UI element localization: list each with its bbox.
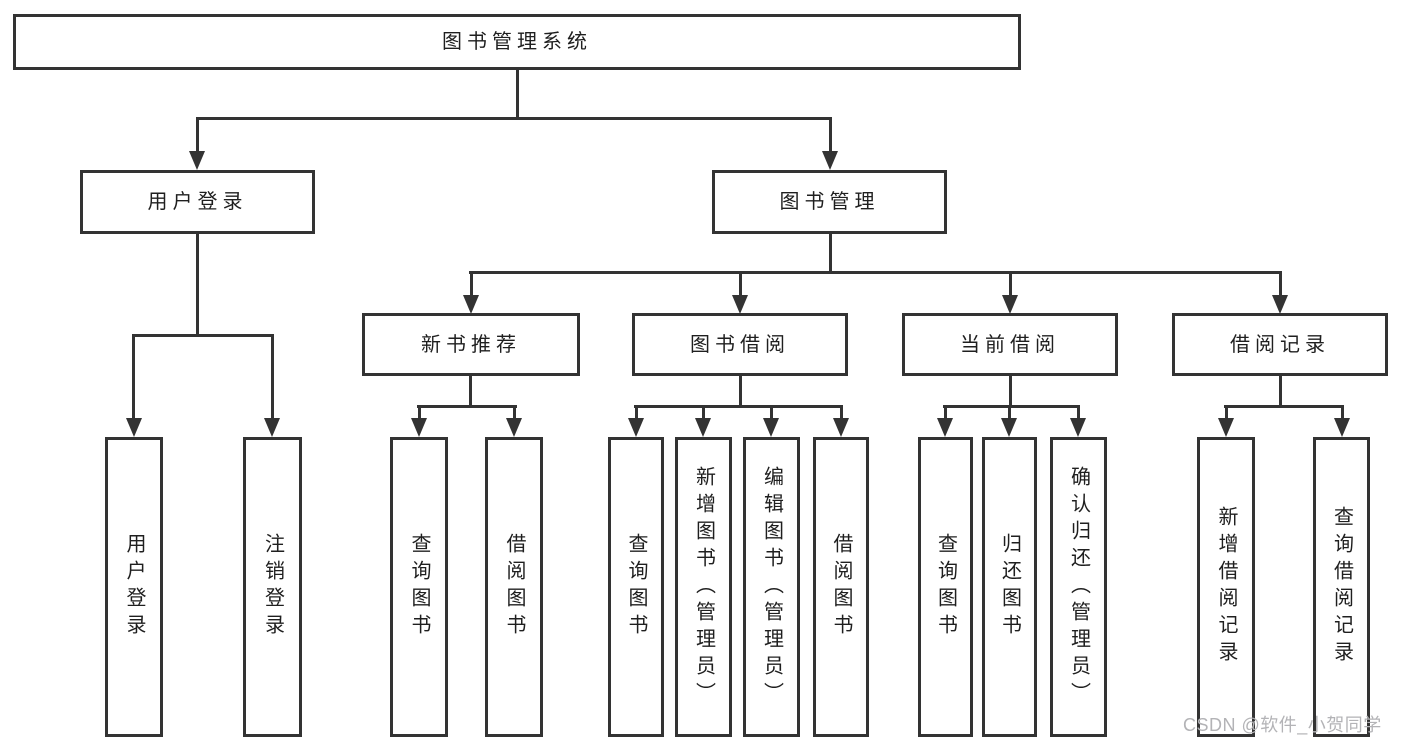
connector-stem-leaf: [840, 405, 843, 420]
arrowhead-leaf: [1001, 418, 1017, 437]
connector-book-borrowing-trunk: [739, 376, 742, 408]
arrowhead-book-borrowing: [732, 295, 748, 314]
node-new-book-recommend: 新书推荐: [362, 313, 580, 376]
node-leaf-query-books-current-label: 查询图书: [934, 533, 957, 641]
node-leaf-add-borrow-record: 新增借阅记录: [1197, 437, 1255, 737]
arrowhead-leaf: [763, 418, 779, 437]
node-borrowing-records-label: 借阅记录: [1230, 333, 1330, 356]
connector-stem-borrowing-records: [1279, 271, 1282, 297]
node-leaf-borrow-books-recommend-label: 借阅图书: [503, 533, 525, 641]
arrowhead-leaf: [1070, 418, 1086, 437]
node-leaf-query-books-borrowing: 查询图书: [608, 437, 664, 737]
node-leaf-logout: 注销登录: [243, 437, 302, 737]
node-leaf-return-book: 归还图书: [982, 437, 1037, 737]
node-leaf-query-borrow-record: 查询借阅记录: [1313, 437, 1370, 737]
node-leaf-add-borrow-record-label: 新增借阅记录: [1215, 506, 1237, 668]
node-book-management-label: 图书管理: [779, 191, 880, 213]
arrowhead-leaf: [1218, 418, 1234, 437]
node-leaf-user-login: 用户登录: [105, 437, 163, 737]
node-leaf-query-books-recommend: 查询图书: [390, 437, 448, 737]
connector-stem-leaf: [1225, 405, 1228, 420]
connector-stem-leaf: [1341, 405, 1344, 420]
connector-borrowing-records-hline: [1224, 405, 1344, 408]
node-borrowing-records: 借阅记录: [1172, 313, 1388, 376]
node-leaf-confirm-return-admin: 确认归还（管理员）: [1050, 437, 1107, 737]
connector-root-trunk: [516, 70, 519, 120]
arrowhead-borrowing-records: [1272, 295, 1288, 314]
node-leaf-return-book-label: 归还图书: [998, 533, 1021, 641]
arrowhead-book-management: [822, 151, 838, 170]
connector-user-login-hline: [132, 334, 274, 337]
arrowhead-leaf: [506, 418, 522, 437]
node-leaf-add-book-admin-label: 新增图书（管理员）: [692, 465, 715, 709]
connector-stem-leaf-logout: [271, 334, 274, 420]
connector-stem-leaf: [702, 405, 705, 420]
node-new-book-recommend-label: 新书推荐: [421, 333, 521, 356]
node-root-label: 图书管理系统: [442, 31, 592, 53]
node-leaf-confirm-return-admin-label: 确认归还（管理员）: [1067, 465, 1090, 709]
connector-current-borrowing-hline: [943, 405, 1080, 408]
connector-stem-leaf-login: [132, 334, 135, 420]
connector-stem-leaf: [1077, 405, 1080, 420]
arrowhead-leaf: [1334, 418, 1350, 437]
node-book-borrowing: 图书借阅: [632, 313, 848, 376]
node-user-login-label: 用户登录: [147, 191, 248, 213]
connector-book-borrowing-hline: [634, 405, 843, 408]
node-root: 图书管理系统: [13, 14, 1021, 70]
connector-stem-new-book: [470, 271, 473, 297]
connector-stem-leaf: [770, 405, 773, 420]
node-current-borrowing: 当前借阅: [902, 313, 1118, 376]
node-leaf-borrow-books-borrowing: 借阅图书: [813, 437, 869, 737]
connector-stem-book-management: [829, 117, 832, 153]
arrowhead-leaf: [695, 418, 711, 437]
node-leaf-query-books-recommend-label: 查询图书: [408, 533, 430, 641]
node-leaf-add-book-admin: 新增图书（管理员）: [675, 437, 732, 737]
arrowhead-leaf: [411, 418, 427, 437]
node-book-borrowing-label: 图书借阅: [690, 333, 790, 356]
arrowhead-leaf: [833, 418, 849, 437]
node-leaf-query-books-borrowing-label: 查询图书: [625, 533, 647, 641]
connector-current-borrowing-trunk: [1009, 376, 1012, 408]
node-user-login: 用户登录: [80, 170, 315, 234]
connector-user-login-trunk: [196, 234, 199, 336]
arrowhead-new-book: [463, 295, 479, 314]
connector-stem-book-borrowing: [739, 271, 742, 297]
connector-book-management-trunk: [829, 234, 832, 274]
node-book-management: 图书管理: [712, 170, 947, 234]
connector-stem-leaf: [418, 405, 421, 420]
node-leaf-query-books-current: 查询图书: [918, 437, 973, 737]
node-leaf-borrow-books-borrowing-label: 借阅图书: [830, 533, 852, 641]
node-leaf-user-login-label: 用户登录: [123, 533, 145, 641]
connector-stem-current-borrowing: [1009, 271, 1012, 297]
node-leaf-logout-label: 注销登录: [261, 533, 284, 641]
node-leaf-edit-book-admin: 编辑图书（管理员）: [743, 437, 800, 737]
node-leaf-query-borrow-record-label: 查询借阅记录: [1330, 506, 1353, 668]
connector-new-book-trunk: [469, 376, 472, 408]
arrowhead-leaf-login: [126, 418, 142, 437]
connector-new-book-hline: [417, 405, 517, 408]
connector-level2-hline: [196, 117, 832, 120]
connector-stem-leaf: [635, 405, 638, 420]
connector-stem-user-login: [196, 117, 199, 153]
node-leaf-borrow-books-recommend: 借阅图书: [485, 437, 543, 737]
connector-stem-leaf: [1008, 405, 1011, 420]
watermark-text: CSDN @软件_小贺同学: [1183, 715, 1382, 735]
arrowhead-leaf: [628, 418, 644, 437]
connector-stem-leaf: [513, 405, 516, 420]
arrowhead-leaf-logout: [264, 418, 280, 437]
node-leaf-edit-book-admin-label: 编辑图书（管理员）: [760, 465, 783, 709]
connector-borrowing-records-trunk: [1279, 376, 1282, 408]
arrowhead-user-login: [189, 151, 205, 170]
node-current-borrowing-label: 当前借阅: [960, 333, 1060, 356]
connector-level3-hline: [469, 271, 1282, 274]
arrowhead-current-borrowing: [1002, 295, 1018, 314]
arrowhead-leaf: [937, 418, 953, 437]
connector-stem-leaf: [944, 405, 947, 420]
